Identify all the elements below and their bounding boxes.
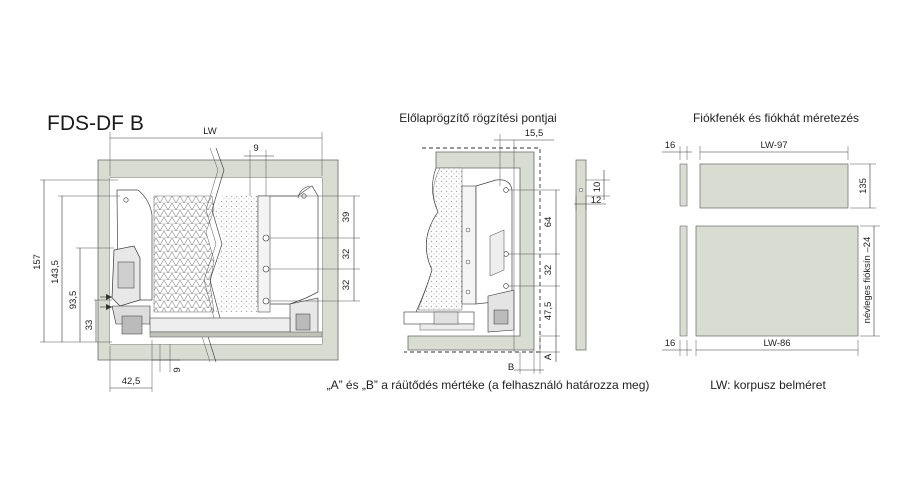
- note-a-b: „A” és „B” a ráütődés mértéke (a felhasz…: [327, 378, 650, 392]
- caption-front-fixing: Előlaprögzítő rögzítési pontjai: [399, 111, 556, 125]
- dim-9-bottom: 9: [172, 367, 183, 372]
- dim-a: A: [543, 353, 554, 360]
- dim-64: 64: [543, 217, 554, 228]
- dim-9-top: 9: [253, 143, 258, 154]
- back-strip-bottom: [679, 225, 688, 337]
- dim-143-5: 143,5: [50, 260, 61, 284]
- mesh-panel: [153, 195, 215, 313]
- screw-hole-middle: [262, 265, 270, 273]
- fixing-hole: [123, 197, 129, 203]
- fixing-point-1: [503, 187, 509, 193]
- dim-15-5: 15,5: [525, 128, 544, 139]
- left-front-view: LW 9 39 32 32 157 143,5 93,5 33: [32, 126, 360, 392]
- dim-47-5: 47,5: [543, 302, 554, 321]
- note-lw: LW: korpusz belméret: [710, 378, 826, 392]
- dim-135: 135: [858, 178, 869, 194]
- drawer-bottom: [149, 317, 291, 333]
- front-outline-dashed: [404, 147, 541, 353]
- dim-12: 12: [591, 195, 602, 206]
- bottom-back-dimensions: Fiókfenék és fiókhát méretezés 16 LW-97 …: [662, 111, 880, 356]
- dim-lw: LW: [203, 126, 217, 137]
- dim-rail-note: névleges fióksín –24: [862, 237, 873, 324]
- fixing-point-2: [503, 251, 509, 257]
- middle-cabinet-panel: [407, 151, 535, 351]
- dim-16-top: 16: [665, 140, 676, 151]
- dim-lw-97: LW-97: [760, 140, 787, 151]
- dim-b: B: [508, 362, 514, 373]
- dim-39: 39: [341, 212, 352, 223]
- screw-hole-lower: [262, 297, 270, 305]
- diagram-title: FDS-DF B: [47, 112, 144, 135]
- fixing-point-3: [503, 283, 509, 289]
- right-side-bracket: [257, 185, 319, 305]
- back-strip-top: [679, 163, 688, 207]
- screw-hole-upper: [262, 234, 270, 242]
- middle-side-view: Előlaprögzítő rögzítési pontjai 15,5: [399, 111, 610, 374]
- dim-32-mid: 32: [543, 265, 554, 276]
- dim-93-5: 93,5: [68, 291, 79, 310]
- dim-32-b: 32: [341, 280, 352, 291]
- dim-16-bottom: 16: [665, 338, 676, 349]
- dim-33: 33: [84, 320, 95, 331]
- dim-42-5: 42,5: [122, 376, 141, 387]
- dotted-panel: [214, 196, 258, 312]
- caption-bottom-back: Fiókfenék és fiókhát méretezés: [693, 111, 859, 125]
- dim-32-a: 32: [341, 249, 352, 260]
- dim-lw-86: LW-86: [763, 338, 790, 349]
- drawer-bottom-panel: [695, 225, 859, 337]
- arrow-upper: [106, 294, 112, 300]
- dim-157: 157: [32, 254, 43, 270]
- front-strip: [575, 159, 587, 351]
- arrow-lower: [106, 304, 112, 310]
- drawer-back-panel: [699, 163, 849, 209]
- dim-10: 10: [592, 182, 603, 193]
